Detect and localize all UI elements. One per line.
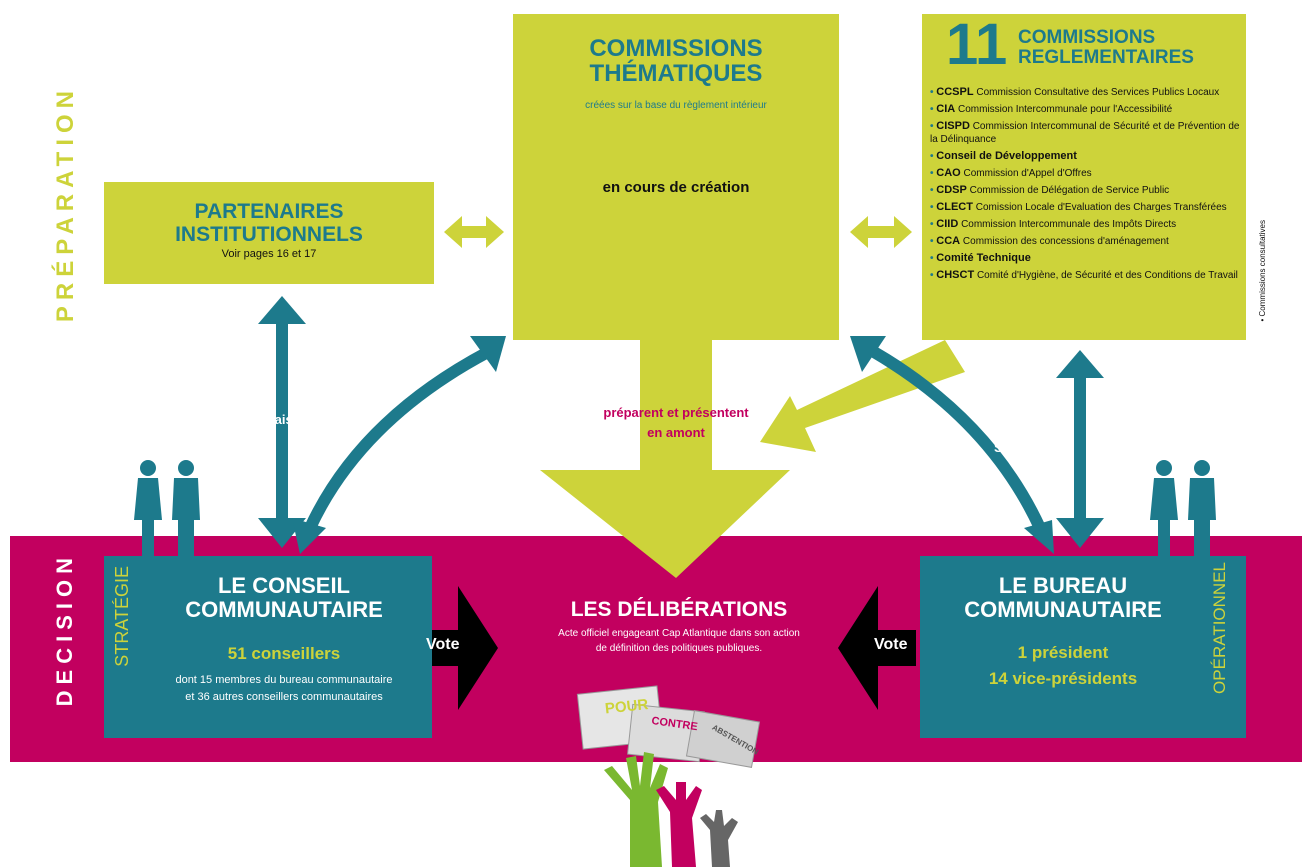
commissions-thematiques-status: en cours de création — [602, 179, 750, 196]
list-item: • Comité Technique — [930, 252, 1031, 264]
list-item: • CISPD Commission Intercommunal de Sécu… — [930, 120, 1240, 145]
double-arrow-right — [850, 216, 912, 248]
vertical-arrow-right — [1056, 350, 1104, 548]
curved-arrow-left — [292, 336, 506, 554]
list-item: • CLECT Comission Locale d'Evaluation de… — [930, 201, 1227, 213]
strategie-side-label: STRATÉGIE — [112, 566, 132, 667]
deliberations-block: LES DÉLIBÉRATIONS Acte officiel engagean… — [516, 598, 842, 656]
conseil-detail: dont 15 membres du bureau communautaire … — [175, 674, 393, 703]
reglementaires-header: 11 COMMISSIONS REGLEMENTAIRES — [922, 14, 1246, 74]
reglementaires-list: • CCSPL Commission Consultative des Serv… — [930, 86, 1246, 282]
commissions-thematiques-title: COMMISSIONS THÉMATIQUES — [589, 35, 763, 87]
bureau-communautaire-box: LE BUREAU COMMUNAUTAIRE 1 président 14 v… — [920, 556, 1246, 738]
partenaires-subtitle: Voir pages 16 et 17 — [221, 248, 317, 260]
commissions-thematiques-box: COMMISSIONS THÉMATIQUES créées sur la ba… — [513, 14, 839, 340]
reglementaires-title: COMMISSIONS REGLEMENTAIRES — [1018, 27, 1194, 68]
list-item: • CCA Commission des concessions d'aména… — [930, 235, 1169, 247]
ballot-pour: POUR — [604, 696, 649, 717]
list-item: • Conseil de Développement — [930, 150, 1077, 162]
list-item: • CIID Commission Intercommunale des Imp… — [930, 218, 1177, 230]
vote-label-right: Vote — [874, 636, 908, 653]
partenaires-title: PARTENAIRES INSTITUTIONNELS — [175, 200, 363, 246]
operationnel-side-label: OPÉRATIONNEL — [1210, 562, 1229, 694]
conseil-communautaire-box: STRATÉGIE LE CONSEIL COMMUNAUTAIRE 51 co… — [104, 556, 432, 738]
list-item: • CIA Commission Intercommunale pour l'A… — [930, 103, 1173, 115]
curved-arrow-right — [850, 336, 1054, 554]
down-arrow-preparent — [540, 340, 790, 578]
deliberations-text: Acte officiel engageant Cap Atlantique d… — [558, 628, 800, 654]
conseil-count: 51 conseillers — [227, 644, 341, 663]
vote-arrow-left — [420, 586, 498, 710]
double-arrow-left — [444, 216, 504, 248]
people-silhouette-left — [134, 460, 200, 556]
deliberations-title: LES DÉLIBÉRATIONS — [570, 598, 788, 621]
bureau-members: 1 président 14 vice-présidents — [988, 643, 1138, 688]
people-silhouette-right — [1150, 460, 1216, 556]
ballot-envelopes: POUR CONTRE ABSTENTION — [576, 685, 760, 768]
preparation-side-label: PRÉPARATION — [52, 85, 79, 323]
commissions-thematiques-subtitle: créées sur la base du règlement intérieu… — [585, 100, 767, 111]
diagonal-arrow-reglementaires — [760, 340, 965, 452]
preparent-label: préparent et présentent en amont — [603, 405, 749, 440]
list-item: • CHSCT Comité d'Hygiène, de Sécurité et… — [930, 269, 1238, 281]
commissions-reglementaires-box: 11 COMMISSIONS REGLEMENTAIRES • CCSPL Co… — [922, 14, 1246, 340]
commissions-consultatives-note: • Commissions consultatives — [1258, 220, 1267, 322]
conseil-title: LE CONSEIL COMMUNAUTAIRE — [185, 573, 383, 622]
saisissent-label-left: Saisissent — [266, 412, 331, 427]
bureau-title: LE BUREAU COMMUNAUTAIRE — [964, 573, 1162, 622]
reglementaires-number: 11 — [946, 12, 1008, 77]
vote-label-left: Vote — [426, 636, 460, 653]
list-item: • CCSPL Commission Consultative des Serv… — [930, 86, 1220, 98]
list-item: • CAO Commission d'Appel d'Offres — [930, 167, 1092, 179]
partenaires-box: PARTENAIRES INSTITUTIONNELS Voir pages 1… — [104, 182, 434, 284]
list-item: • CDSP Commission de Délégation de Servi… — [930, 184, 1170, 196]
decision-side-label: DECISION — [52, 552, 77, 707]
vote-arrow-right — [838, 586, 916, 710]
raised-hands-icon — [604, 752, 738, 867]
saisissent-label-right: Saisissent — [994, 440, 1059, 455]
